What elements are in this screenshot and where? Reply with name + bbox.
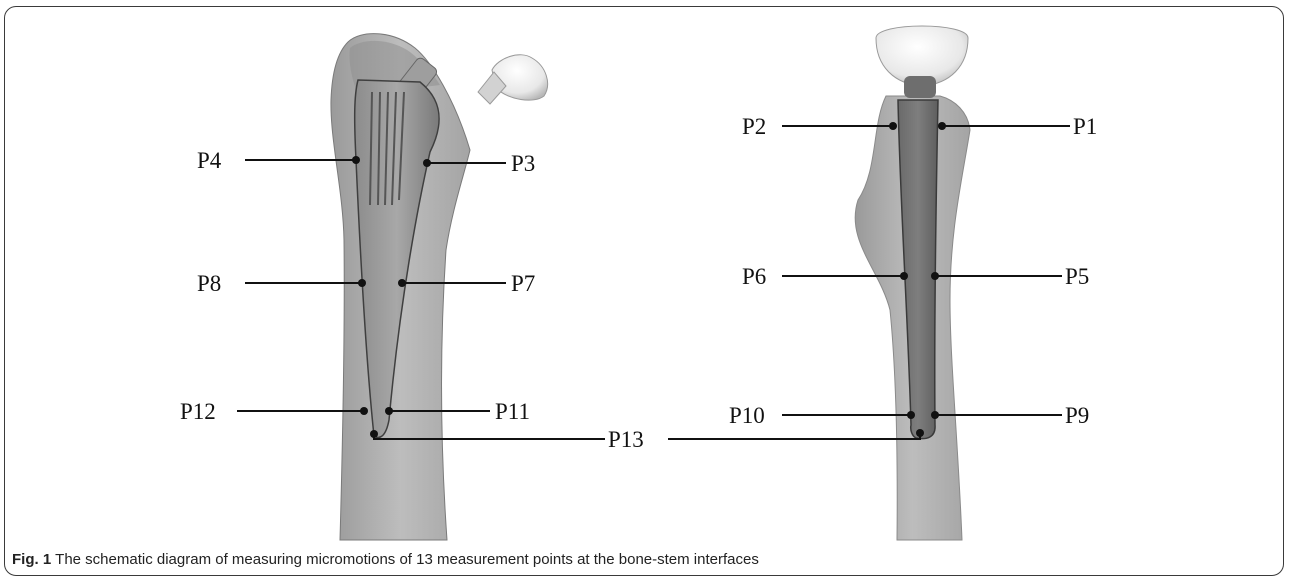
point-p7 [398, 279, 406, 287]
point-p8 [358, 279, 366, 287]
leader-p13-right [668, 433, 920, 439]
label-p4: P4 [197, 148, 222, 173]
label-p10: P10 [729, 403, 765, 428]
point-p10 [907, 411, 915, 419]
point-p3 [423, 159, 431, 167]
label-p5: P5 [1065, 264, 1089, 289]
label-p7: P7 [511, 271, 535, 296]
point-p4 [352, 156, 360, 164]
point-p11 [385, 407, 393, 415]
label-p1: P1 [1073, 114, 1097, 139]
point-p6 [900, 272, 908, 280]
label-p3: P3 [511, 151, 535, 176]
point-p13-left [370, 430, 378, 438]
label-p2: P2 [742, 114, 766, 139]
label-p11: P11 [495, 399, 530, 424]
figure-caption-label: Fig. 1 [12, 551, 51, 568]
point-p1 [938, 122, 946, 130]
point-p12 [360, 407, 368, 415]
label-p9: P9 [1065, 403, 1089, 428]
point-p5 [931, 272, 939, 280]
label-p12: P12 [180, 399, 216, 424]
figure-caption-text: The schematic diagram of measuring micro… [55, 551, 759, 568]
label-p8: P8 [197, 271, 221, 296]
point-p2 [889, 122, 897, 130]
label-p13: P13 [608, 427, 644, 452]
point-p9 [931, 411, 939, 419]
point-p13-right [916, 429, 924, 437]
label-p6: P6 [742, 264, 766, 289]
